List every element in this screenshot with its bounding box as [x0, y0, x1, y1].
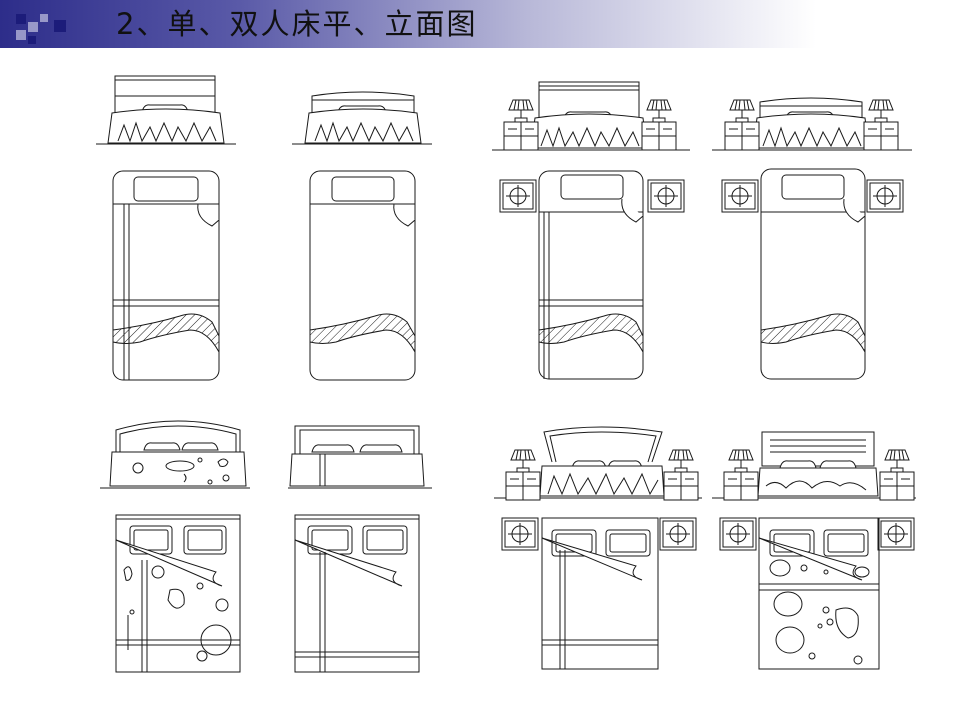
double-bed-3-elevation: [494, 427, 702, 501]
double-bed-4-plan: [719, 517, 915, 669]
logo-square-navy-3: [54, 20, 66, 32]
double-bed-1-elevation: [100, 421, 250, 488]
single-bed-2-plan: [310, 171, 415, 380]
logo-square-lilac-2: [16, 30, 26, 40]
double-bed-4-elevation: [712, 432, 916, 501]
single-bed-3-plan: [499, 171, 685, 379]
single-bed-1-plan: [113, 171, 219, 380]
double-bed-2-plan: [295, 515, 419, 672]
single-bed-1-elevation: [96, 76, 236, 144]
single-bed-4-elevation: [712, 98, 912, 151]
logo-square-lilac: [28, 22, 38, 32]
logo-square-navy: [16, 14, 26, 24]
single-bed-4-plan: [721, 169, 904, 379]
logo-square-lilac-3: [40, 14, 48, 22]
logo-square-navy-2: [28, 36, 36, 44]
slide-title: 2、单、双人床平、立面图: [116, 7, 478, 41]
title-bar: [0, 0, 960, 48]
double-bed-1-plan: [116, 515, 240, 672]
double-bed-2-elevation: [288, 426, 432, 488]
double-bed-3-plan: [501, 517, 697, 669]
single-bed-2-elevation: [292, 92, 432, 144]
single-bed-3-elevation: [492, 82, 690, 151]
